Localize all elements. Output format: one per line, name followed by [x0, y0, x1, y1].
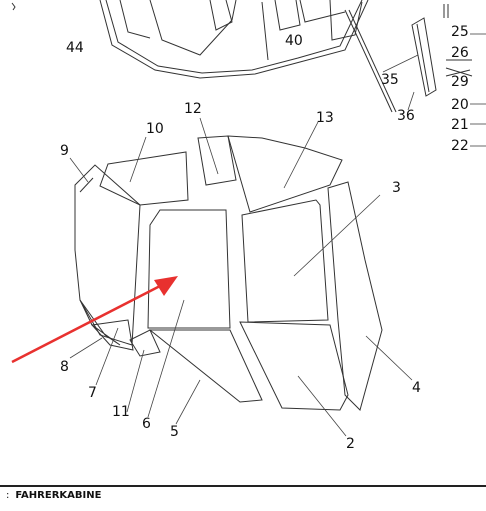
panel-2 — [239, 321, 349, 411]
panel-5 — [148, 329, 263, 403]
callout-36: 36 — [397, 108, 415, 124]
panel-8 — [79, 299, 121, 346]
callout-22: 22 — [451, 138, 469, 154]
callout-35: 35 — [381, 72, 399, 88]
panel-10 — [99, 151, 189, 206]
callout-21: 21 — [451, 117, 469, 133]
leader-lines — [69, 33, 486, 437]
footer-title-row: : FAHRERKABINE — [6, 490, 101, 501]
callout-labels: 44 40 25 26 29 20 21 22 35 36 12 13 10 9… — [60, 24, 469, 452]
right-small-parts — [443, 4, 473, 77]
footer-bar: : FAHRERKABINE — [0, 485, 486, 511]
callout-12: 12 — [184, 101, 202, 117]
callout-2: 2 — [346, 436, 355, 452]
callout-9: 9 — [60, 143, 69, 159]
callout-11: 11 — [112, 404, 130, 420]
callout-7: 7 — [88, 385, 97, 401]
footer-lead: : — [6, 490, 10, 501]
callout-44: 44 — [66, 40, 84, 56]
callout-29: 29 — [451, 74, 469, 90]
callout-10: 10 — [146, 121, 164, 137]
red-arrow — [11, 276, 178, 364]
panel-7 — [90, 319, 134, 351]
panel-13 — [227, 135, 343, 213]
callout-25: 25 — [451, 24, 469, 40]
panel-4 — [327, 181, 383, 411]
cab-frame-top — [99, 0, 369, 79]
footer-title: FAHRERKABINE — [15, 490, 102, 501]
callout-8: 8 — [60, 359, 69, 375]
panel-3 — [241, 199, 329, 323]
callout-5: 5 — [170, 424, 179, 440]
rod-part — [344, 9, 397, 113]
panel-6 — [147, 209, 231, 329]
cabin-exploded-diagram: 44 40 25 26 29 20 21 22 35 36 12 13 10 9… — [11, 0, 486, 452]
panel-12 — [197, 135, 237, 186]
panels — [74, 135, 383, 411]
strip-part — [411, 17, 437, 97]
callout-6: 6 — [142, 416, 151, 432]
callout-20: 20 — [451, 97, 469, 113]
hook-part — [11, 2, 16, 11]
panel-11 — [129, 329, 161, 357]
callout-13: 13 — [316, 110, 334, 126]
callout-4: 4 — [412, 380, 421, 396]
callout-3: 3 — [392, 180, 401, 196]
callout-26: 26 — [451, 45, 469, 61]
panel-9 — [74, 164, 141, 346]
callout-40: 40 — [285, 33, 303, 49]
